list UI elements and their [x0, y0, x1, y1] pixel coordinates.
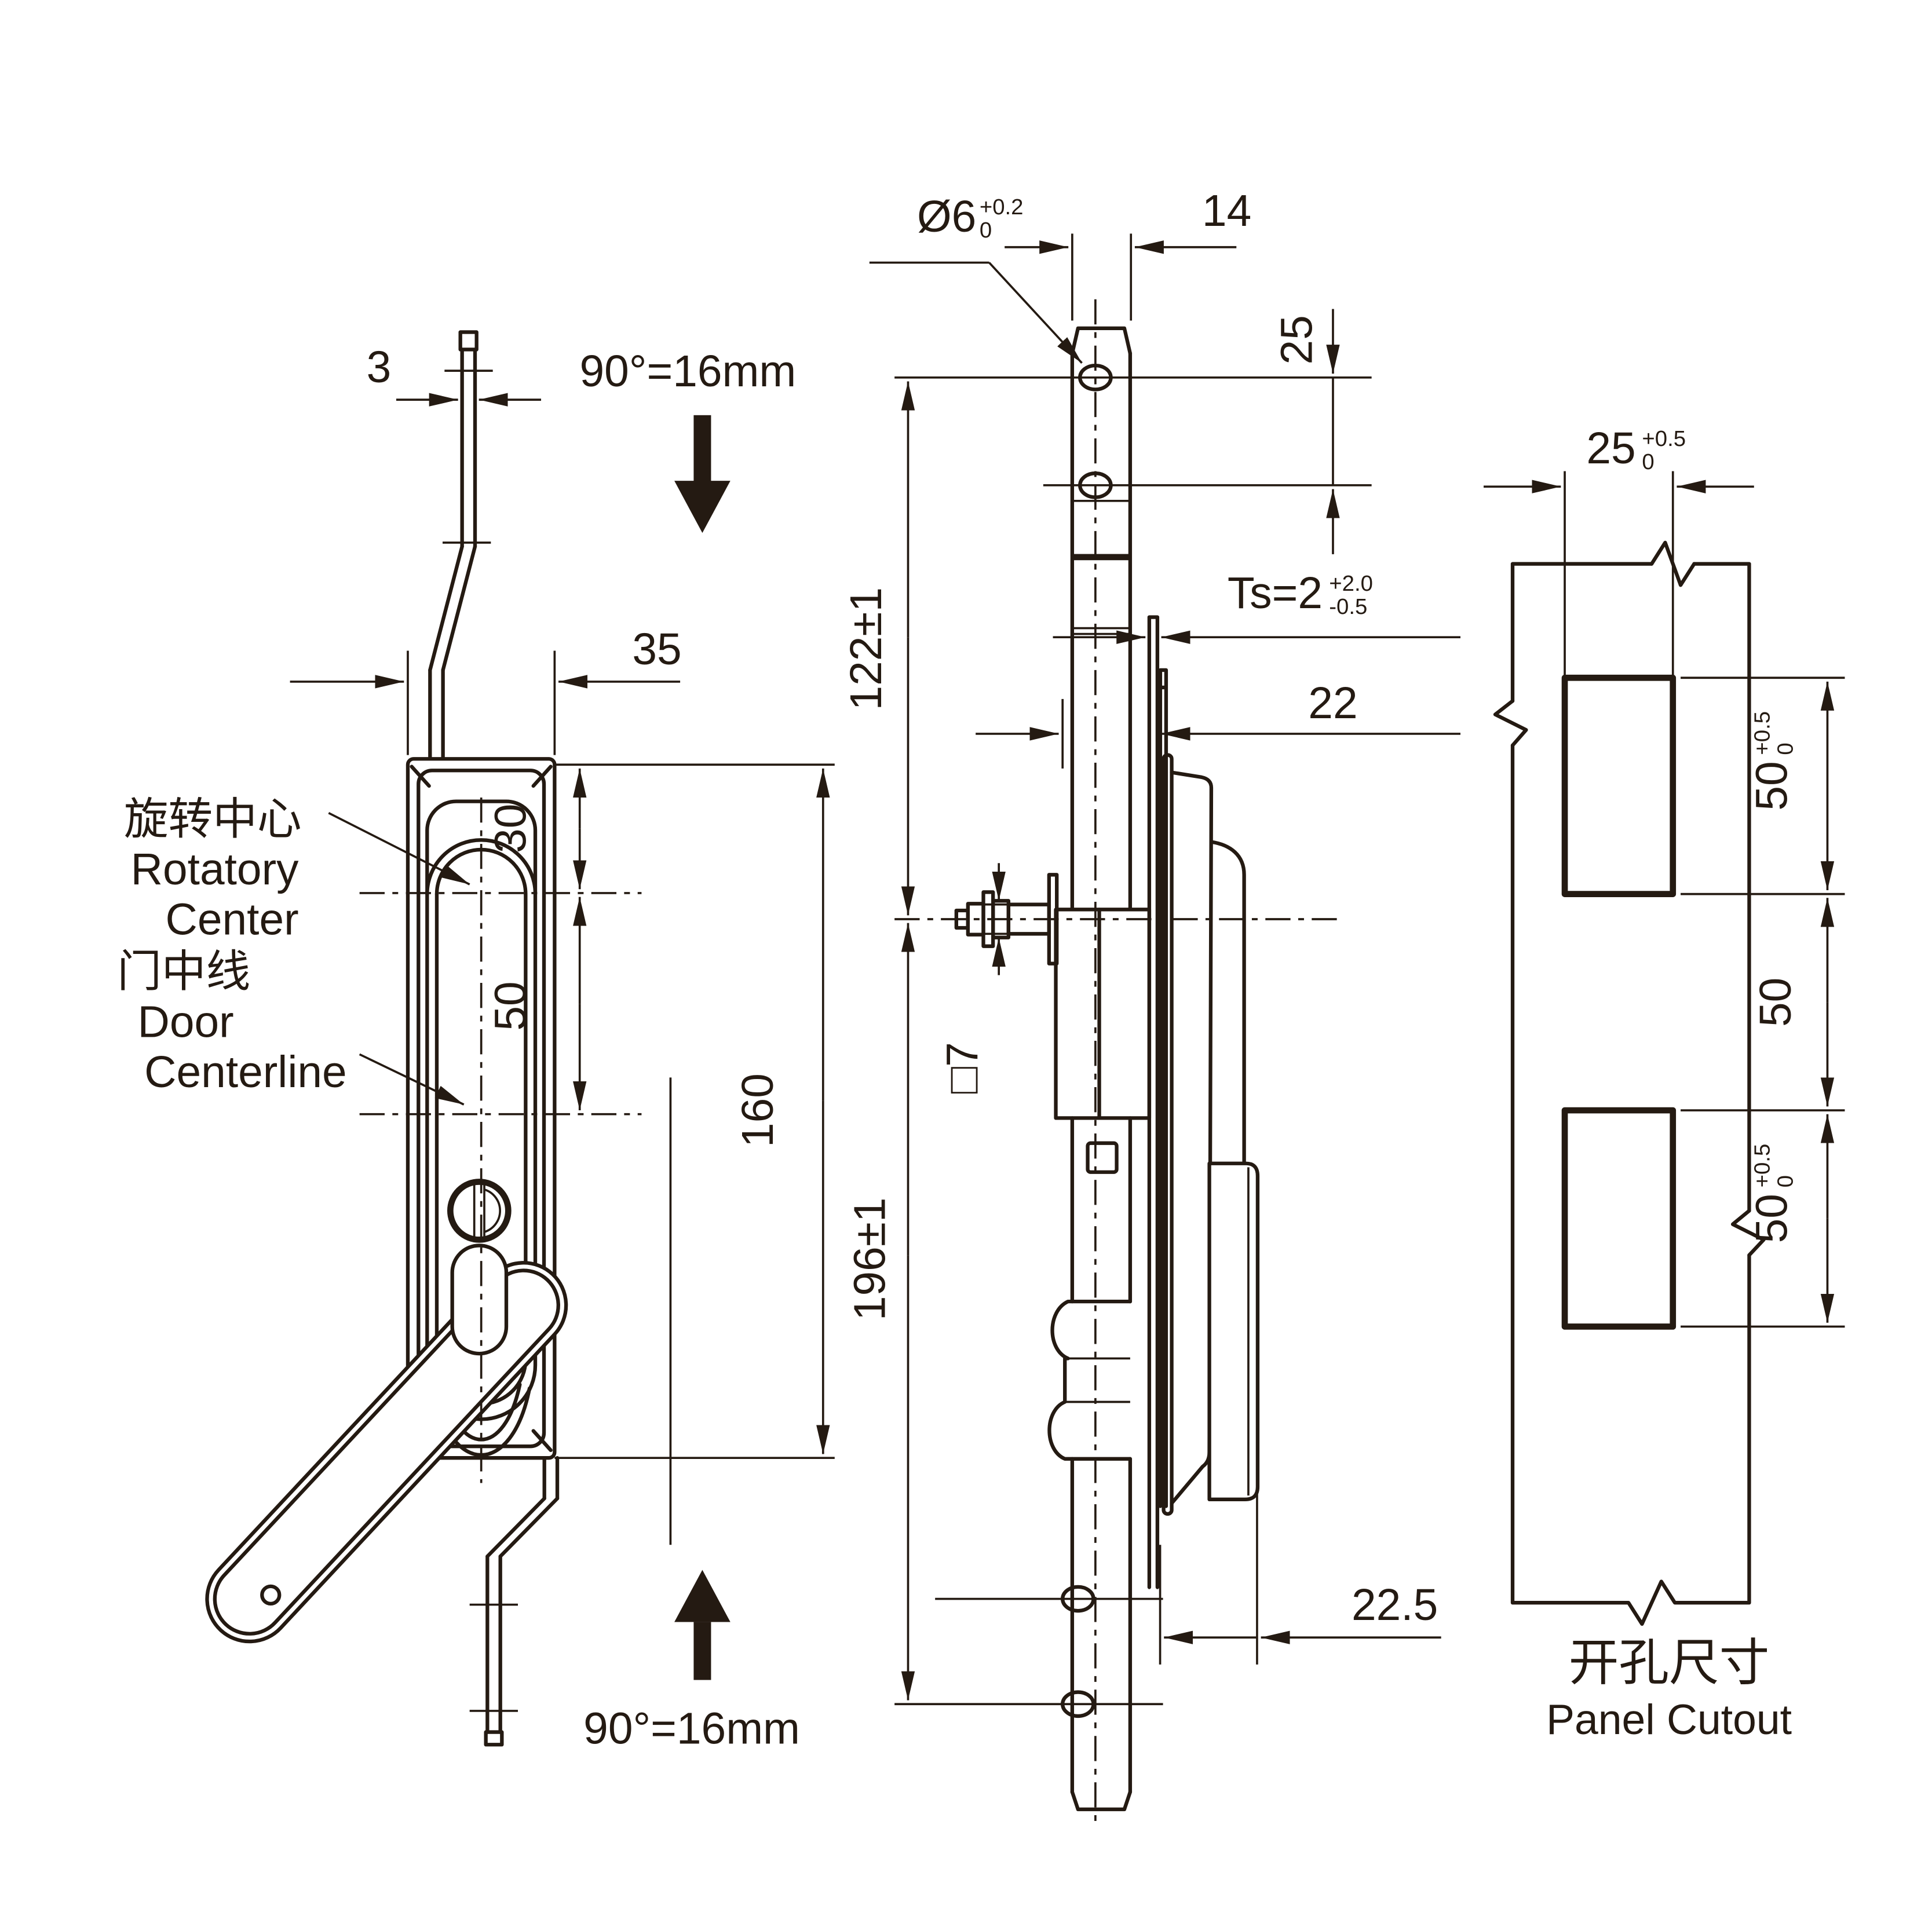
- side-body-block: [1054, 908, 1152, 1120]
- dim-cutout-width: 25 +0.5 0: [1586, 424, 1686, 474]
- witness-cutout-width: [1564, 471, 1674, 678]
- witness-cutout-heights: [1681, 676, 1845, 1328]
- dim-160: 160: [733, 1073, 783, 1147]
- front-view: 3 35 30 50 160 旋转中心 Rotatory Center 门中线 …: [117, 330, 835, 1754]
- stroke-bottom-text: 90°=16mm: [583, 1705, 800, 1754]
- dim-22: 22: [1308, 679, 1357, 728]
- svg-text:+0.5: +0.5: [1750, 711, 1774, 755]
- witness-14: [1071, 233, 1133, 321]
- svg-text:Rotatory: Rotatory: [131, 845, 299, 894]
- svg-text:-0.5: -0.5: [1329, 594, 1367, 619]
- svg-text:Door: Door: [137, 997, 233, 1047]
- witness-square7: [972, 903, 1026, 935]
- panel-cutout-view: 25 +0.5 0 50 +0.5 0 50 50 +0.5 0 开孔尺寸 Pa…: [1484, 424, 1845, 1743]
- dim-cutout-h1: 50 +0.5 0: [1747, 711, 1798, 811]
- cutout-hole-1: [1561, 674, 1677, 897]
- dim-hole-dia: Ø6 +0.2 0: [869, 192, 1083, 364]
- svg-text:旋转中心: 旋转中心: [124, 795, 302, 844]
- dim-body-width: 35: [632, 625, 681, 674]
- svg-text:Centerline: Centerline: [144, 1048, 346, 1097]
- witness-22-5: [1159, 1425, 1258, 1665]
- svg-text:50: 50: [1747, 761, 1796, 810]
- witness-160: [554, 763, 835, 1460]
- caption-en: Panel Cutout: [1546, 1696, 1792, 1743]
- door-panel-section: [1147, 615, 1168, 1589]
- svg-text:Ts=2: Ts=2: [1228, 569, 1323, 618]
- hole-centerlines: [894, 376, 1372, 1706]
- dim-panel-thickness: Ts=2 +2.0 -0.5: [1053, 569, 1461, 644]
- svg-text:0: 0: [1642, 449, 1654, 474]
- side-escutcheon: [1162, 753, 1260, 1516]
- svg-text:Center: Center: [166, 895, 299, 945]
- stroke-direction-top: 90°=16mm: [580, 347, 797, 533]
- up-arrow-icon: [674, 1570, 731, 1680]
- svg-text:+2.0: +2.0: [1329, 571, 1373, 596]
- recess-arc-outer: [425, 838, 538, 896]
- svg-text:50: 50: [1747, 1194, 1796, 1243]
- body-corner-chamfers: [410, 765, 553, 1453]
- dim-cutout-h2: 50 +0.5 0: [1747, 1144, 1798, 1244]
- caption-zh: 开孔尺寸: [1569, 1636, 1770, 1691]
- stroke-direction-bottom: 90°=16mm: [583, 1570, 800, 1754]
- break-mark-left: [1493, 699, 1528, 748]
- svg-text:0: 0: [1773, 1175, 1798, 1187]
- witness-35: [407, 650, 556, 755]
- swing-handle: [205, 1261, 568, 1644]
- rotatory-center-label: 旋转中心 Rotatory Center: [124, 795, 470, 945]
- dim-square-shaft: □7: [938, 1042, 988, 1093]
- svg-text:+0.5: +0.5: [1642, 426, 1686, 451]
- bottom-control-rod: [469, 1456, 560, 1747]
- dim-rod-width: 3: [367, 343, 392, 392]
- door-centerline-label: 门中线 Door Centerline: [117, 948, 465, 1106]
- side-cylinder-block: [1047, 1299, 1133, 1461]
- side-view: Ø6 +0.2 0 14 25 122±1 196±1 Ts=2 +2.0: [842, 186, 1461, 1827]
- dim-rod-width-side: 14: [1202, 186, 1251, 236]
- cylinder-knob: [1207, 1161, 1260, 1502]
- dim-hole-pitch: 25: [1272, 315, 1321, 364]
- cutout-hole-2: [1561, 1107, 1677, 1330]
- svg-text:门中线: 门中线: [117, 948, 250, 997]
- svg-text:+0.2: +0.2: [980, 195, 1024, 220]
- dim-cutout-pitch: 50: [1751, 978, 1800, 1027]
- panel-sheet-outline: [1510, 562, 1751, 1626]
- svg-text:+0.5: +0.5: [1750, 1144, 1774, 1188]
- rod-travel-ticks: [442, 370, 493, 544]
- down-arrow-icon: [674, 415, 731, 533]
- svg-text:Ø6: Ø6: [917, 192, 976, 242]
- break-mark-right: [1730, 1209, 1766, 1257]
- dim-122: 122±1: [842, 587, 891, 711]
- cylinder-oblong: [450, 1244, 509, 1356]
- side-rod: [1061, 326, 1133, 1812]
- svg-text:0: 0: [980, 218, 992, 243]
- key-cylinder: [447, 1179, 512, 1356]
- svg-text:0: 0: [1773, 743, 1798, 755]
- dim-50: 50: [486, 981, 535, 1030]
- dim-30: 30: [486, 804, 535, 853]
- dim-196: 196±1: [845, 1197, 894, 1321]
- top-control-rod: [428, 330, 493, 759]
- rod-square-hole: [1086, 1141, 1119, 1174]
- handle-pin: [260, 1584, 282, 1606]
- svg-text:25: 25: [1586, 424, 1635, 473]
- rod-travel-ticks: [469, 1603, 518, 1712]
- dim-22-5: 22.5: [1352, 1581, 1438, 1630]
- stroke-top-text: 90°=16mm: [580, 347, 797, 396]
